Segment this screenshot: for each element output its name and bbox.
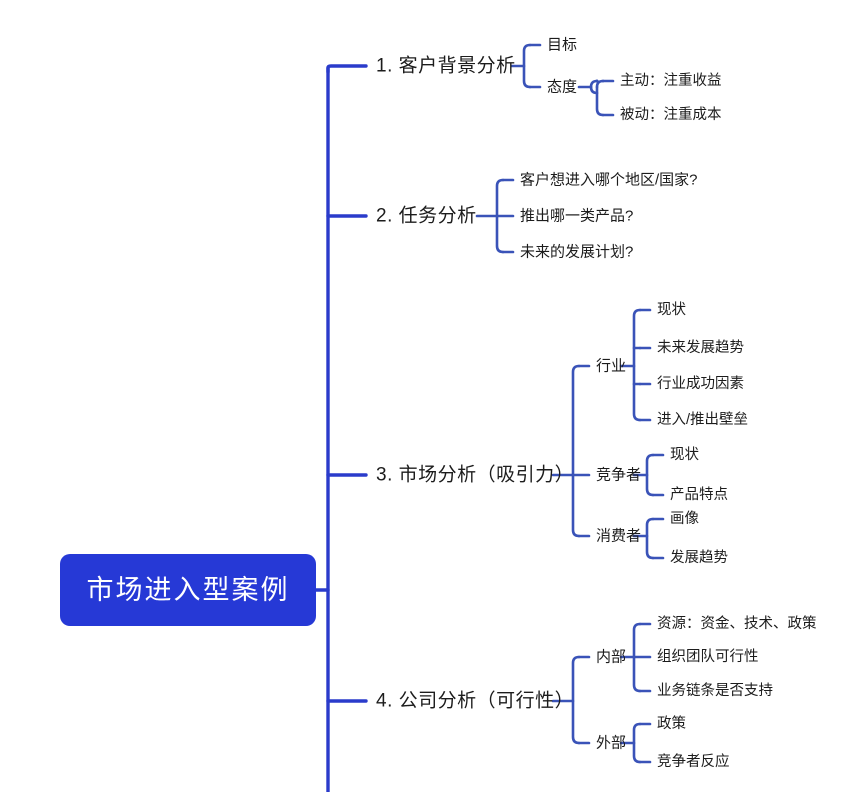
branch-2-child-3[interactable]: 未来的发展计划? (520, 243, 634, 261)
branch-node-3[interactable]: 3. 市场分析（吸引力） (376, 464, 575, 486)
branch-3-child-3[interactable]: 消费者 (596, 527, 642, 545)
branch-stub-1 (326, 64, 368, 74)
branch-1-child-1[interactable]: 目标 (547, 36, 578, 54)
branch-node-1[interactable]: 1. 客户背景分析 (376, 55, 516, 77)
b1-c2-subbracket (595, 79, 605, 117)
branch-3-child-2-sub-2[interactable]: 产品特点 (670, 486, 728, 503)
branch-2-child-1[interactable]: 客户想进入哪个地区/国家? (520, 171, 698, 189)
branch-node-2[interactable]: 2. 任务分析 (376, 205, 477, 227)
branch-4-child-2-sub-2[interactable]: 竞争者反应 (657, 753, 730, 770)
b4-c1-bracket (632, 622, 642, 693)
branch-1-child-2-sub-2[interactable]: 被动：注重成本 (620, 106, 722, 123)
branch-3-child-2[interactable]: 竞争者 (596, 466, 642, 484)
b3-c1-bracket (632, 308, 642, 422)
branch-1-child-2-sub-1[interactable]: 主动：注重收益 (620, 72, 722, 89)
root-node[interactable]: 市场进入型案例 (60, 554, 316, 626)
b4-c2-bracket (632, 722, 642, 764)
b3-c3-bracket (645, 517, 655, 560)
branch-3-child-1[interactable]: 行业 (596, 357, 627, 375)
branch-4-child-1-sub-3[interactable]: 业务链条是否支持 (657, 682, 773, 699)
branch-3-child-1-sub-4[interactable]: 进入/推出壁垒 (657, 411, 749, 428)
branch-3-child-1-sub-2[interactable]: 未来发展趋势 (657, 339, 744, 356)
branch-4-child-1[interactable]: 内部 (596, 648, 627, 666)
branch-4-child-1-sub-1[interactable]: 资源：资金、技术、政策 (657, 615, 817, 632)
b1-bracket (522, 43, 532, 89)
branch-3-child-3-sub-1[interactable]: 画像 (670, 510, 699, 527)
b3-bracket (571, 364, 581, 538)
branch-3-child-1-sub-3[interactable]: 行业成功因素 (657, 375, 744, 392)
b1-c2-bracket (589, 79, 599, 95)
b2-bracket (495, 178, 505, 254)
branch-3-child-2-sub-1[interactable]: 现状 (670, 446, 699, 463)
branch-node-4[interactable]: 4. 公司分析（可行性） (376, 690, 575, 712)
branch-4-child-1-sub-2[interactable]: 组织团队可行性 (657, 648, 759, 665)
branch-4-child-2-sub-1[interactable]: 政策 (657, 715, 686, 732)
branch-4-child-2[interactable]: 外部 (596, 734, 627, 752)
branch-2-child-2[interactable]: 推出哪一类产品? (520, 207, 634, 225)
branch-3-child-1-sub-1[interactable]: 现状 (657, 301, 686, 318)
root-node-label: 市场进入型案例 (86, 574, 290, 605)
branch-1-child-2[interactable]: 态度 (547, 78, 578, 96)
branch-3-child-3-sub-2[interactable]: 发展趋势 (670, 549, 728, 566)
b3-c2-bracket (645, 453, 655, 497)
